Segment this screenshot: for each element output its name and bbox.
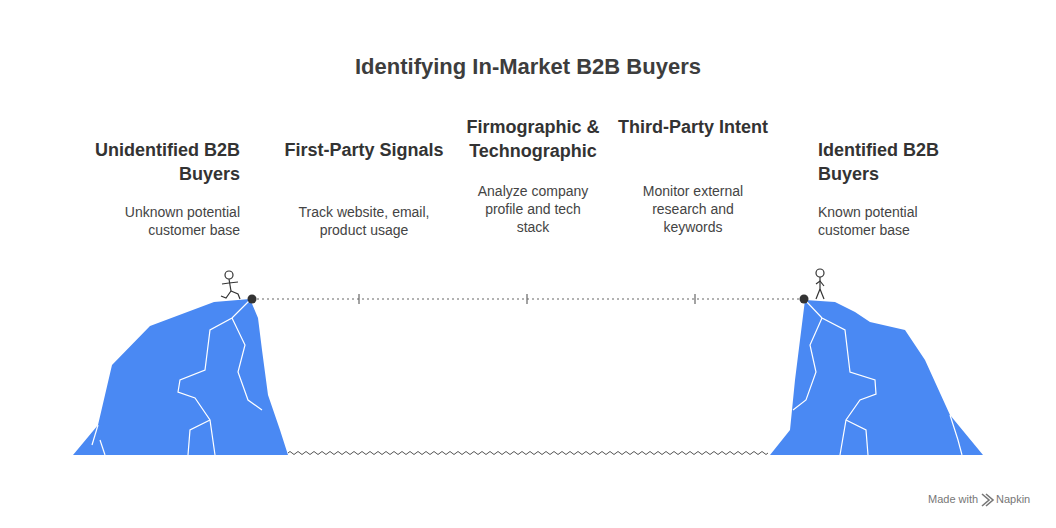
- step-heading: Firmographic & Technographic: [443, 115, 623, 163]
- right-cliff: [770, 300, 983, 455]
- step-description: Unknown potential customer base: [90, 203, 240, 239]
- diagram-title: Identifying In-Market B2B Buyers: [355, 54, 701, 80]
- path-ticks: [359, 294, 695, 304]
- dotted-path: [252, 298, 804, 299]
- start-dot: [248, 295, 257, 304]
- stick-figure-left: [221, 271, 240, 299]
- napkin-logo: [982, 494, 993, 506]
- step-heading: First-Party Signals: [279, 138, 449, 162]
- water-wave: [288, 452, 768, 455]
- step-heading: Unidentified B2B Buyers: [60, 138, 240, 186]
- step-description: Monitor external research and keywords: [633, 182, 753, 236]
- left-cliff: [73, 299, 288, 455]
- step-description: Track website, email, product usage: [284, 203, 444, 239]
- step-description: Known potential customer base: [818, 203, 968, 239]
- cliff-cracks: [793, 300, 962, 455]
- end-dot: [800, 295, 809, 304]
- stick-figure-right: [816, 269, 824, 299]
- watermark: Napkin: [996, 493, 1030, 505]
- step-heading: Identified B2B Buyers: [818, 138, 998, 186]
- step-heading: Third-Party Intent: [613, 115, 773, 139]
- step-description: Analyze company profile and tech stack: [468, 182, 598, 236]
- cliff-cracks: [92, 300, 262, 455]
- watermark: Made with: [928, 493, 978, 505]
